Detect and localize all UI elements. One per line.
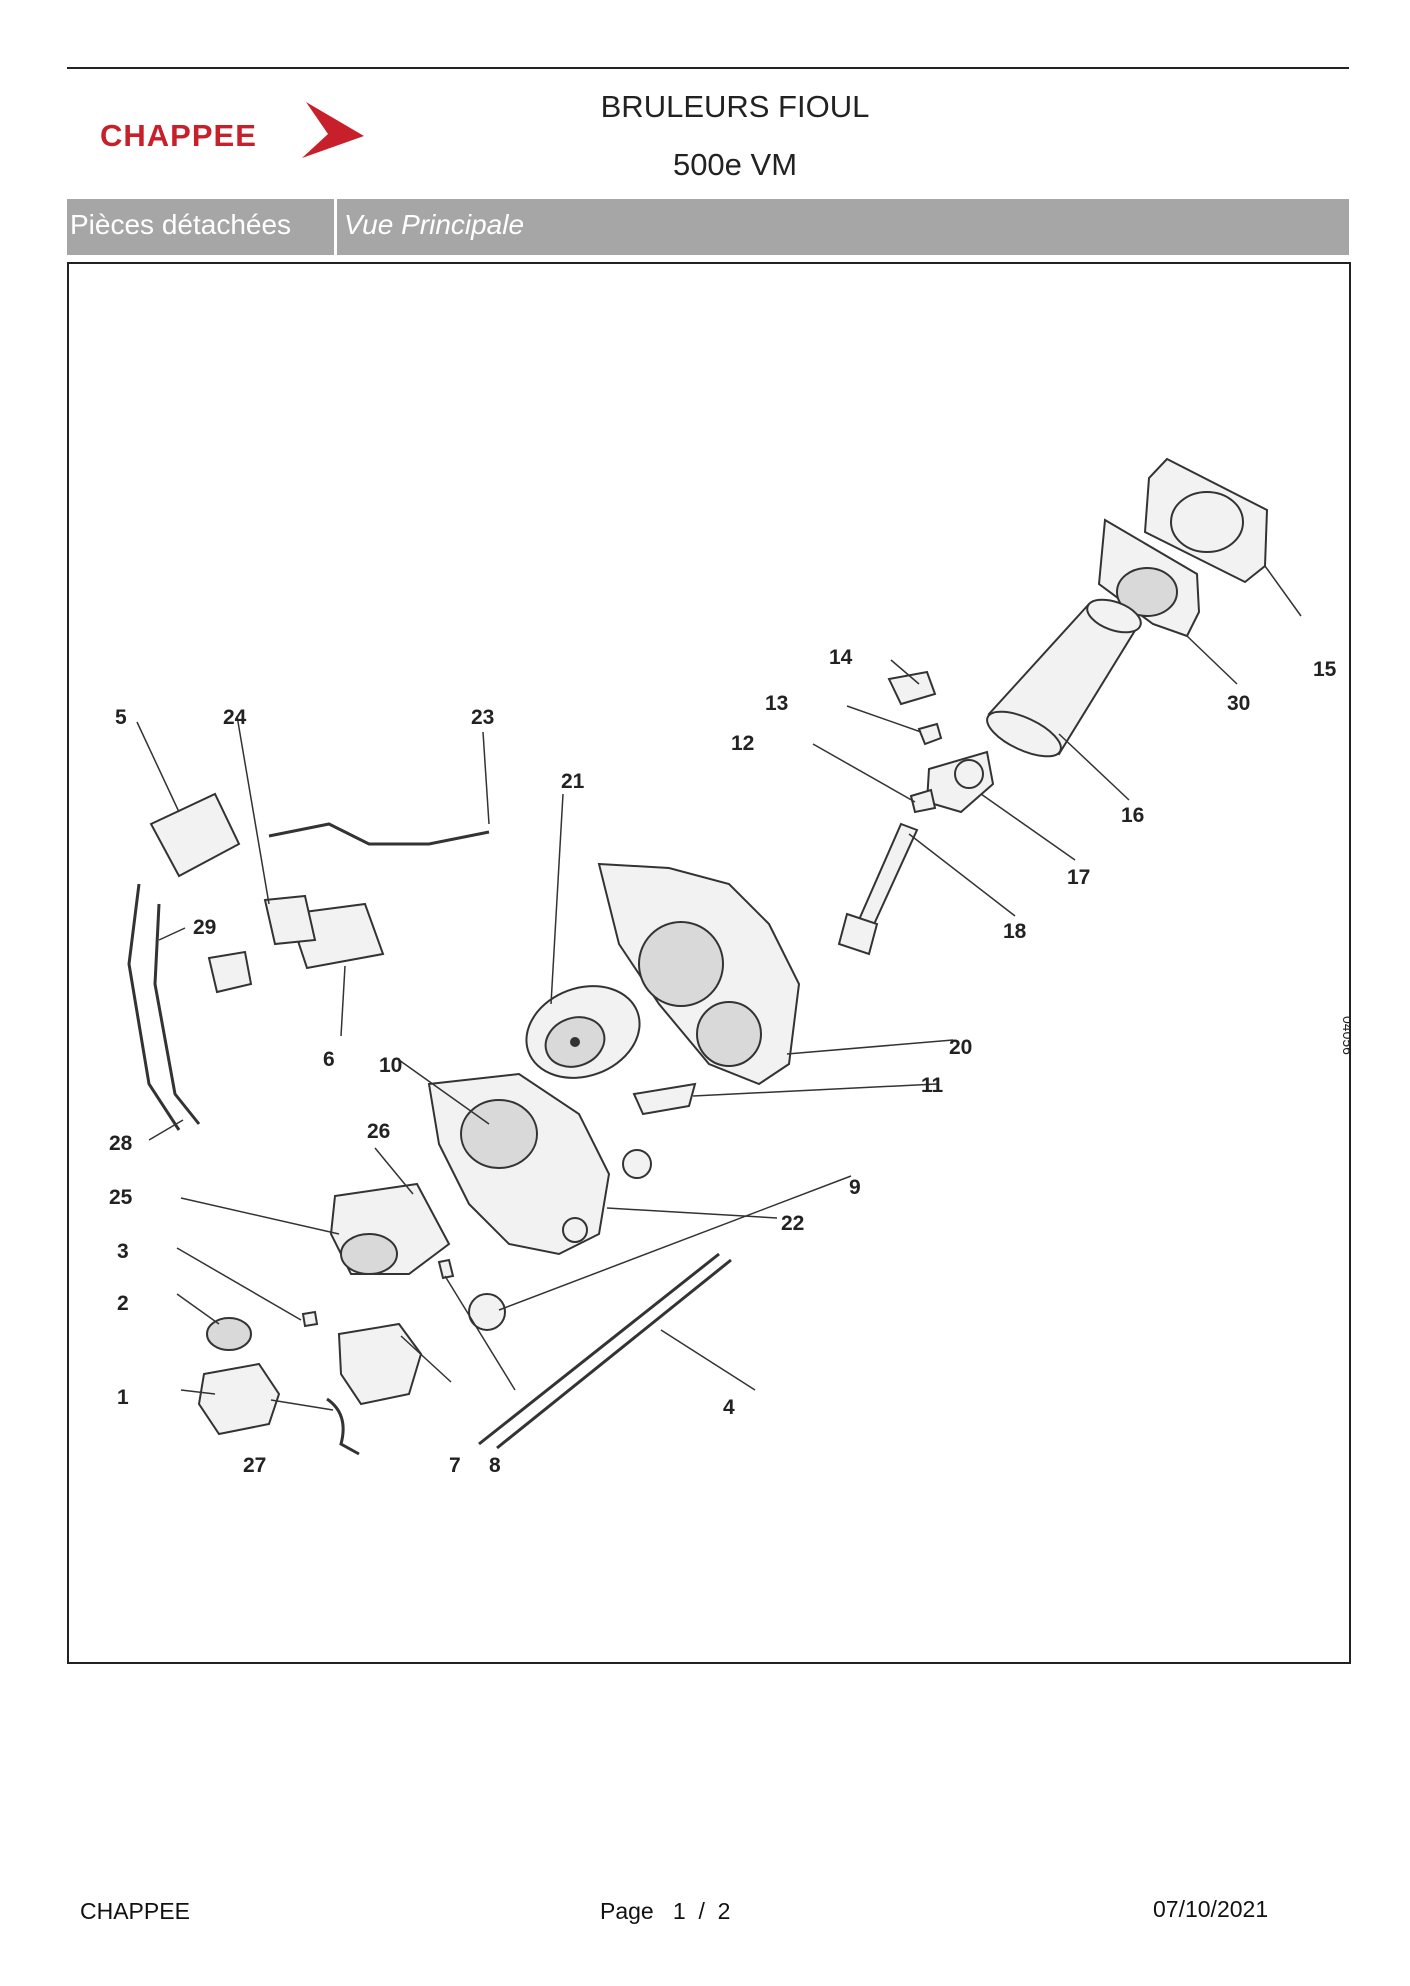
callout-24: 24 bbox=[223, 706, 247, 729]
callout-18: 18 bbox=[1003, 920, 1027, 943]
callout-28: 28 bbox=[109, 1132, 133, 1155]
callout-20: 20 bbox=[949, 1036, 972, 1059]
callout-23: 23 bbox=[471, 706, 494, 729]
callout-13: 13 bbox=[765, 692, 788, 715]
band-divider bbox=[334, 199, 337, 255]
part-13-clip bbox=[917, 722, 943, 746]
footer-brand: CHAPPEE bbox=[80, 1898, 190, 1924]
callout-22: 22 bbox=[781, 1212, 804, 1235]
top-rule bbox=[67, 67, 1349, 69]
callout-7: 7 bbox=[449, 1454, 461, 1477]
callout-3: 3 bbox=[117, 1240, 129, 1263]
section-band: Pièces détachées Vue Principale bbox=[67, 199, 1349, 255]
part-24-bracket bbox=[263, 894, 317, 946]
category-label: Pièces détachées bbox=[70, 209, 292, 240]
part-21-fan-wheel bbox=[525, 985, 641, 1079]
footer-date: 07/10/2021 bbox=[1153, 1896, 1269, 1922]
drawing-code: 04056 bbox=[1340, 1016, 1349, 1055]
callout-29: 29 bbox=[193, 916, 216, 939]
part-3-fitting bbox=[301, 1310, 319, 1328]
part-11-air-damper bbox=[632, 1082, 697, 1116]
part-25-motor bbox=[329, 1182, 451, 1275]
callout-21: 21 bbox=[561, 770, 585, 793]
part-15-flange bbox=[1143, 457, 1269, 584]
callout-1: 1 bbox=[117, 1386, 129, 1409]
part-6-relay bbox=[287, 902, 385, 970]
part-1-pump bbox=[197, 1317, 281, 1436]
callout-27: 27 bbox=[243, 1454, 266, 1477]
part-12-nozzle bbox=[909, 788, 937, 814]
callout-9: 9 bbox=[849, 1176, 861, 1199]
document-title: BRULEURS FIOUL bbox=[600, 89, 870, 124]
callout-17: 17 bbox=[1067, 866, 1090, 889]
part-20-housing-cover bbox=[597, 862, 801, 1086]
part-7-ignition-transformer bbox=[337, 1322, 423, 1406]
callout-2: 2 bbox=[117, 1292, 129, 1315]
callout-4: 4 bbox=[723, 1396, 735, 1419]
part-18-nozzle-line bbox=[837, 822, 919, 956]
part-9-coupling-disc bbox=[468, 1293, 506, 1331]
callout-26: 26 bbox=[367, 1120, 390, 1143]
callout-16: 16 bbox=[1121, 804, 1144, 827]
callout-25: 25 bbox=[109, 1186, 133, 1209]
part-10-coupling bbox=[622, 1149, 652, 1179]
part-28-29-hoses bbox=[127, 883, 253, 1131]
callout-6: 6 bbox=[323, 1048, 335, 1071]
callout-10: 10 bbox=[379, 1054, 402, 1077]
model-name: 500e VM bbox=[672, 147, 798, 182]
exploded-view-diagram: 1 2 3 4 5 6 7 8 9 10 11 12 13 14 15 16 1… bbox=[109, 457, 1349, 1477]
callout-14: 14 bbox=[829, 646, 853, 669]
callout-11: 11 bbox=[921, 1074, 944, 1097]
logo-swoosh-icon bbox=[302, 102, 364, 158]
callout-5: 5 bbox=[115, 706, 127, 729]
logo-wordmark: CHAPPEE bbox=[100, 118, 257, 153]
callout-8: 8 bbox=[489, 1454, 501, 1477]
part-17-combustion-head bbox=[925, 750, 995, 814]
view-label: Vue Principale bbox=[344, 209, 525, 240]
part-23-harness bbox=[268, 822, 490, 846]
part-4-ignition-cables bbox=[478, 1252, 732, 1450]
part-8-screw bbox=[437, 1258, 455, 1280]
part-5-control-box bbox=[149, 792, 241, 878]
exploded-view-frame: 1 2 3 4 5 6 7 8 9 10 11 12 13 14 15 16 1… bbox=[67, 262, 1351, 1664]
leader-lines bbox=[136, 565, 1302, 1411]
callout-15: 15 bbox=[1313, 658, 1337, 681]
chappee-logo: CHAPPEE bbox=[100, 100, 370, 166]
part-27-cable bbox=[326, 1397, 360, 1456]
callout-12: 12 bbox=[731, 732, 754, 755]
part-16-blast-tube bbox=[986, 598, 1142, 758]
footer-page-number: Page 1 / 2 bbox=[600, 1898, 731, 1924]
callout-30: 30 bbox=[1227, 692, 1250, 715]
part-14-bracket bbox=[887, 670, 937, 706]
